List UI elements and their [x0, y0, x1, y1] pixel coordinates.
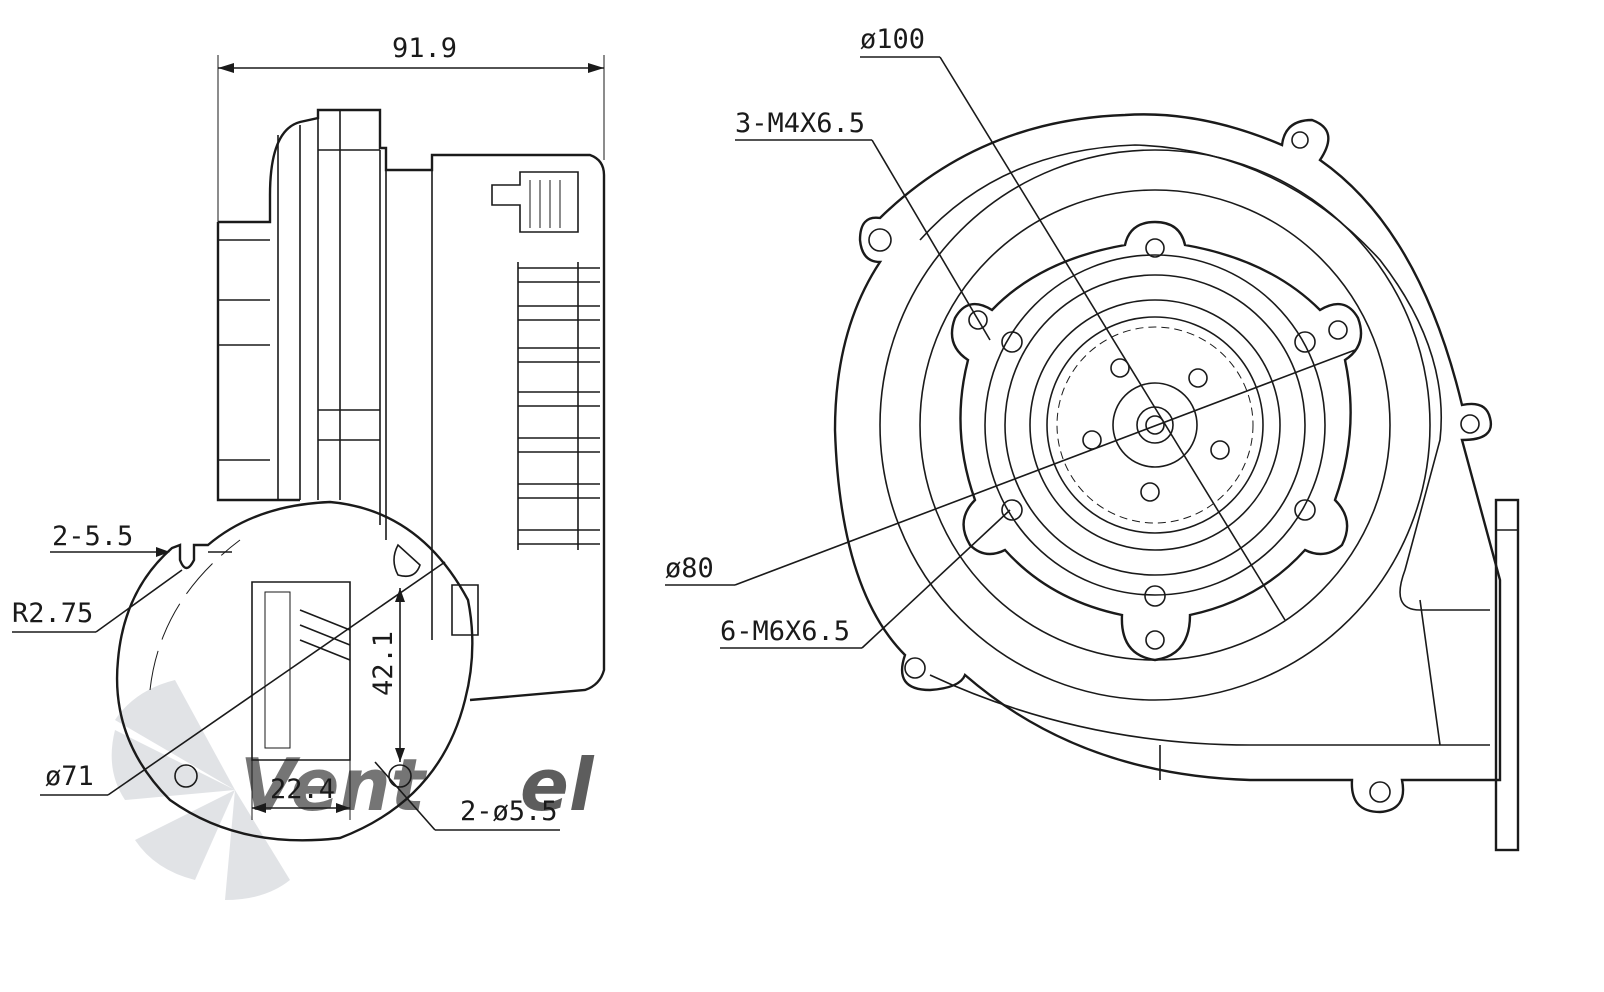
outlet-flange-plate — [1494, 498, 1520, 852]
housing-left-edge — [216, 222, 300, 502]
top-threads-label: 3-M4X6.5 — [735, 108, 865, 139]
outer-dia-label: ø100 — [860, 24, 925, 55]
scroll-seams — [1159, 599, 1441, 780]
watermark-suffix: el — [520, 743, 595, 827]
motor-ring-2 — [1004, 274, 1306, 576]
motor-flange-lines — [379, 150, 433, 640]
bottom-threads-leader — [861, 509, 1011, 649]
ear-hole-bottom-left — [904, 657, 926, 679]
hole-spacing-y-label: 42.1 — [368, 631, 399, 696]
top-threads-leader — [871, 139, 991, 341]
ear-hole-bottom-right — [1369, 781, 1391, 803]
mount-holes-label: 2-ø5.5 — [460, 796, 558, 827]
ear-hole-top-left — [868, 228, 892, 252]
impeller-blades — [1056, 326, 1254, 524]
housing-ring-outer — [879, 149, 1431, 701]
housing-outline — [218, 108, 606, 702]
mount-hole-right — [388, 764, 412, 788]
impeller-ring — [1046, 316, 1264, 534]
housing-ribs — [277, 110, 341, 500]
radius-leader — [95, 569, 183, 633]
scroll-lower-line — [929, 674, 1490, 746]
connector-body — [491, 171, 579, 233]
connector-pins — [529, 180, 561, 228]
width-label: 91.9 — [392, 33, 457, 64]
inlet-ring-lines — [218, 239, 270, 461]
radius-label: R2.75 — [12, 598, 93, 629]
hub-ring — [1112, 382, 1198, 468]
motor-ring-1 — [984, 254, 1326, 596]
outlet-opening — [251, 581, 351, 761]
side-connector — [451, 584, 479, 636]
shaft — [1145, 415, 1165, 435]
fan-blade-logo-icon — [111, 680, 290, 900]
outlet-vanes — [299, 609, 351, 661]
outer-dia-leader — [939, 56, 1286, 621]
motor-flange — [950, 220, 1363, 662]
inner-dia-label: ø80 — [665, 553, 714, 584]
side-view: 91.9 — [12, 33, 606, 842]
cooling-fins — [517, 262, 600, 550]
bottom-threads-label: 6-M6X6.5 — [720, 616, 850, 647]
mount-holes-leader — [374, 761, 436, 831]
ear-hole-right — [1460, 414, 1480, 434]
front-view: ø100 3-M4X6.5 ø80 6-M6X6.5 — [665, 24, 1520, 852]
watermark: Vent el — [111, 680, 595, 900]
slot-label: 2-5.5 — [52, 521, 133, 552]
outlet-dia-leader — [107, 561, 446, 796]
outlet-flange — [115, 500, 474, 842]
slot-arrow-icon — [156, 547, 170, 557]
ear-hole-top-right — [1291, 131, 1309, 149]
mount-hole-left — [174, 764, 198, 788]
outlet-notch — [393, 543, 421, 578]
outlet-centerline-arc — [149, 539, 241, 691]
outlet-dia-label: ø71 — [45, 761, 94, 792]
scroll-housing — [833, 113, 1502, 814]
outlet-inner — [264, 591, 291, 749]
hole-spacing-x-label: 22.4 — [270, 774, 335, 805]
clip-lines — [318, 149, 380, 441]
motor-ring-3 — [1029, 299, 1281, 551]
inner-dia-leader — [734, 349, 1356, 586]
